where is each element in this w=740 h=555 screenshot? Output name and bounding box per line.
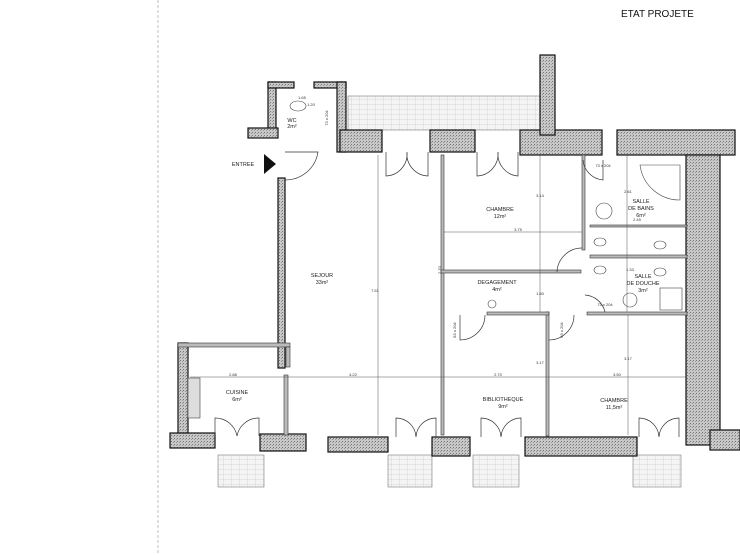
- dim-chambre1-width: 3.75: [514, 227, 523, 232]
- bidet-icon: [593, 265, 607, 275]
- room-sdd-area: 3m²: [638, 288, 648, 294]
- dimension-lines: [190, 155, 686, 435]
- dim-wc-door: 73 x 204: [324, 110, 329, 126]
- toilet-icon: [289, 100, 307, 112]
- room-sdb-area: 6m²: [636, 213, 646, 219]
- doors: [214, 151, 680, 438]
- dim-sdd-door: 73 x 204: [597, 302, 613, 307]
- room-sdb-name1: SALLE: [632, 199, 649, 205]
- fixtures: [187, 100, 683, 419]
- washbasin-icon: [622, 292, 638, 308]
- room-sdb-name2: DE BAINS: [628, 206, 654, 212]
- room-wc-name: WC: [287, 118, 296, 124]
- room-sejour-name: SEJOUR: [311, 273, 333, 279]
- dim-cuisine-width: 2.88: [229, 372, 238, 377]
- dim-sejour-width: 4.22: [349, 372, 358, 377]
- entrance-label: ENTREE: [232, 162, 255, 168]
- stove-icon: [187, 377, 201, 419]
- sink-icon: [595, 202, 613, 220]
- entrance-arrow-icon: [264, 154, 276, 174]
- room-degagement-area: 4m²: [492, 287, 502, 293]
- room-cuisine-area: 6m²: [232, 397, 242, 403]
- dim-sdb-height: 2.61: [624, 189, 633, 194]
- room-sdd-name1: SALLE: [634, 274, 651, 280]
- room-bibliotheque-area: 9m²: [498, 404, 508, 410]
- dim-deg-height: 1.80: [536, 291, 545, 296]
- room-wc-area: 2m²: [287, 124, 297, 130]
- dim-deg-left: 2.70: [437, 265, 442, 274]
- dim-wc-height: 1.20: [307, 102, 316, 107]
- room-chambre1-name: CHAMBRE: [486, 207, 514, 213]
- dim-sdd-height: 1.33: [626, 267, 635, 272]
- room-sejour-area: 33m²: [316, 280, 329, 286]
- room-chambre1-area: 12m²: [494, 214, 507, 220]
- room-sdd-name2: DE DOUCHE: [626, 281, 659, 287]
- room-cuisine-name: CUISINE: [226, 390, 249, 396]
- dim-ch2-door: 83 x 204: [559, 322, 564, 338]
- toilet-icon: [653, 267, 667, 277]
- dim-ch2-height: 3.17: [624, 356, 633, 361]
- shower-icon: [659, 287, 683, 311]
- dim-sdb-door: 73 x 204: [595, 163, 611, 168]
- room-chambre2-name: CHAMBRE: [600, 398, 628, 404]
- dim-bib-height: 3.17: [536, 360, 545, 365]
- bidet-icon: [593, 237, 607, 247]
- bathtub-icon: [639, 164, 681, 201]
- dim-ch2-width: 3.50: [613, 372, 622, 377]
- dim-wc-width: 1.65: [298, 95, 307, 100]
- plan-title: ETAT PROJETE: [621, 9, 694, 20]
- dim-sdb-width: 2.45: [633, 217, 642, 222]
- room-bibliotheque-name: BIBLIOTHEQUE: [483, 397, 524, 403]
- dim-chambre1-height: 3.14: [536, 193, 545, 198]
- dim-sejour-length: 7.51: [371, 288, 380, 293]
- dim-bib-width: 2.70: [494, 372, 503, 377]
- room-chambre2-area: 11,5m²: [606, 405, 623, 411]
- walls: [169, 54, 740, 457]
- dim-bib-door: 83 x 204: [452, 322, 457, 338]
- cupboard-icon: [487, 299, 497, 309]
- room-degagement-name: DEGAGEMENT: [477, 280, 517, 286]
- toilet-icon: [653, 240, 667, 250]
